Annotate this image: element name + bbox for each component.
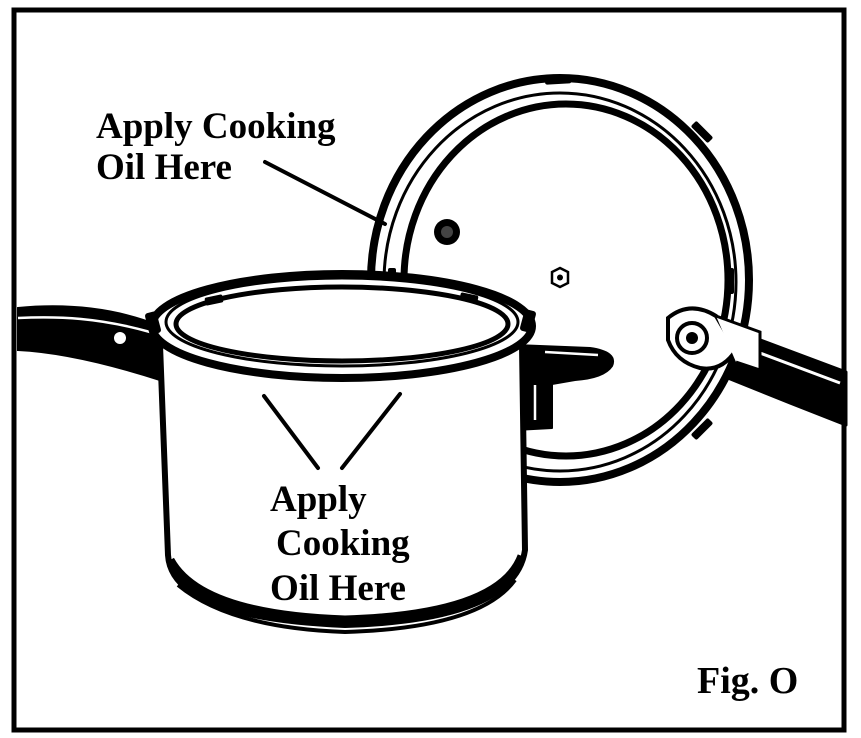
lid-oil-label-line2: Oil Here xyxy=(96,147,232,189)
pot xyxy=(17,270,614,635)
pot-oil-label: Apply Cooking Oil Here xyxy=(270,478,410,611)
pot-side-handle xyxy=(514,344,614,431)
pot-rim-lugs xyxy=(145,292,536,335)
lid-handle-highlight xyxy=(751,348,841,385)
pot-rim-inner xyxy=(173,284,511,364)
pot-oil-label-line2: Cooking xyxy=(276,523,410,565)
figure-caption: Fig. O xyxy=(697,660,799,702)
leader-lines xyxy=(262,160,402,470)
pot-leader-line-left xyxy=(262,394,320,470)
lid-oil-label-line1: Apply Cooking xyxy=(96,106,336,147)
pot-leader-line-right xyxy=(340,392,402,470)
lid-leader-line xyxy=(263,160,387,226)
pot-oil-label-line3: Oil Here xyxy=(270,567,406,609)
pot-oil-label-line1: Apply xyxy=(270,479,367,520)
lid-oil-label: Apply Cooking Oil Here xyxy=(96,106,336,189)
lid-lock-boss xyxy=(666,306,762,373)
